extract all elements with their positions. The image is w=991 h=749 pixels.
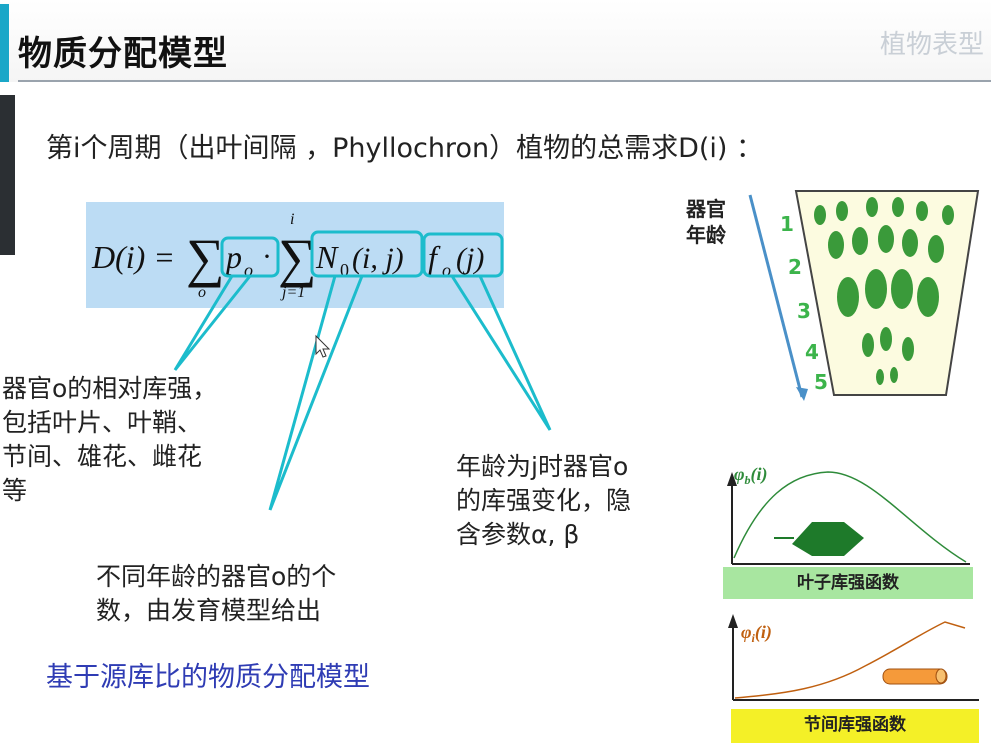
organ-age-label: 器官 年龄: [686, 197, 726, 247]
sum-inner-sub: j=1: [280, 284, 305, 301]
sum-inner: ∑: [278, 228, 317, 288]
term-p: p: [224, 239, 242, 275]
callout-N: [268, 275, 364, 511]
annotation-organ-count: 不同年龄的器官o的个 数，由发育模型给出: [96, 560, 336, 628]
age-3: 3: [797, 299, 811, 323]
leaf-label-bar: 叶子库强函数: [723, 567, 973, 599]
formula-lhs: D(i) =: [91, 239, 175, 275]
leaf-shape: [792, 522, 864, 556]
sum-outer-sub: o: [198, 284, 206, 301]
annotation-line: 含参数α, β: [456, 520, 580, 549]
svg-text:φb(i): φb(i): [734, 464, 768, 487]
age-arrow: [748, 194, 804, 398]
title-accent: [0, 4, 9, 82]
term-N: N: [315, 239, 339, 275]
internode-curve: [734, 621, 966, 699]
organ-age-diagram: [748, 190, 980, 401]
title-bar: [0, 0, 991, 82]
annotation-line: 年龄为j时器官o: [456, 452, 629, 481]
internode-subscript: i: [752, 631, 756, 645]
internode-arg: (i): [755, 622, 772, 643]
internode-label: 节间库强函数: [804, 715, 906, 735]
term-f-sub: o: [442, 260, 451, 280]
annotation-line: 等: [2, 476, 28, 505]
leaf-symbol: φ: [734, 464, 745, 484]
leaf-arg: (i): [751, 464, 768, 485]
highlight-f: [422, 232, 504, 278]
annotation-line: 数，由发育模型给出: [96, 596, 322, 625]
caption-link: 基于源库比的物质分配模型: [46, 662, 370, 693]
callout-p: [173, 275, 252, 371]
internode-label-bar: 节间库强函数: [731, 709, 979, 743]
internode-sink-chart: φi(i): [728, 614, 979, 701]
leaf-subscript: b: [745, 473, 751, 487]
dot: ·: [262, 240, 272, 273]
age-2: 2: [788, 255, 802, 279]
annotation-line: 节间、雄花、雌花: [2, 442, 203, 471]
internode-shape: [882, 668, 948, 685]
formula-box: [86, 202, 504, 308]
age-4: 4: [805, 340, 819, 364]
annotation-line: 包括叶片、叶鞘、: [2, 408, 203, 437]
sum-outer: ∑: [186, 228, 225, 288]
leaf-sink-chart: φb(i): [727, 464, 970, 565]
term-f-args: (j): [456, 242, 484, 275]
age-5: 5: [814, 370, 828, 394]
term-N-sub: 0: [340, 260, 349, 280]
cursor-icon: [315, 334, 331, 358]
internode-y-arrow: [728, 614, 738, 628]
intro-text: 第i个周期（出叶间隔 ，Phyllochron）植物的总需求D(i) ：: [46, 133, 764, 164]
age-1: 1: [780, 212, 794, 236]
leaf-label: 叶子库强函数: [797, 573, 899, 593]
annotation-line: 不同年龄的器官o的个: [96, 562, 337, 591]
title-divider: [18, 80, 991, 82]
svg-text:φi(i): φi(i): [741, 622, 772, 645]
term-f: f: [428, 239, 441, 275]
page-title: 物质分配模型: [18, 34, 228, 74]
watermark: 植物表型: [880, 30, 985, 60]
term-p-sub: o: [244, 260, 253, 280]
highlight-N: [310, 230, 424, 278]
leaf-y-arrow: [727, 472, 737, 486]
age-arrow-head: [796, 387, 808, 401]
side-panel: [0, 95, 15, 255]
annotation-strength-change: 年龄为j时器官o 的库强变化，隐 含参数α, β: [456, 450, 631, 552]
internode-symbol: φ: [741, 622, 752, 642]
annotation-line: 器官o的相对库强，: [2, 374, 218, 403]
sum-inner-sup: i: [290, 211, 294, 228]
leaf-curve: [733, 471, 967, 563]
annotation-line: 的库强变化，隐: [456, 486, 632, 515]
term-N-args: (i, j): [352, 242, 404, 275]
callout-f: [450, 275, 552, 431]
annotation-relative-strength: 器官o的相对库强， 包括叶片、叶鞘、 节间、雄花、雌花 等: [2, 372, 217, 508]
